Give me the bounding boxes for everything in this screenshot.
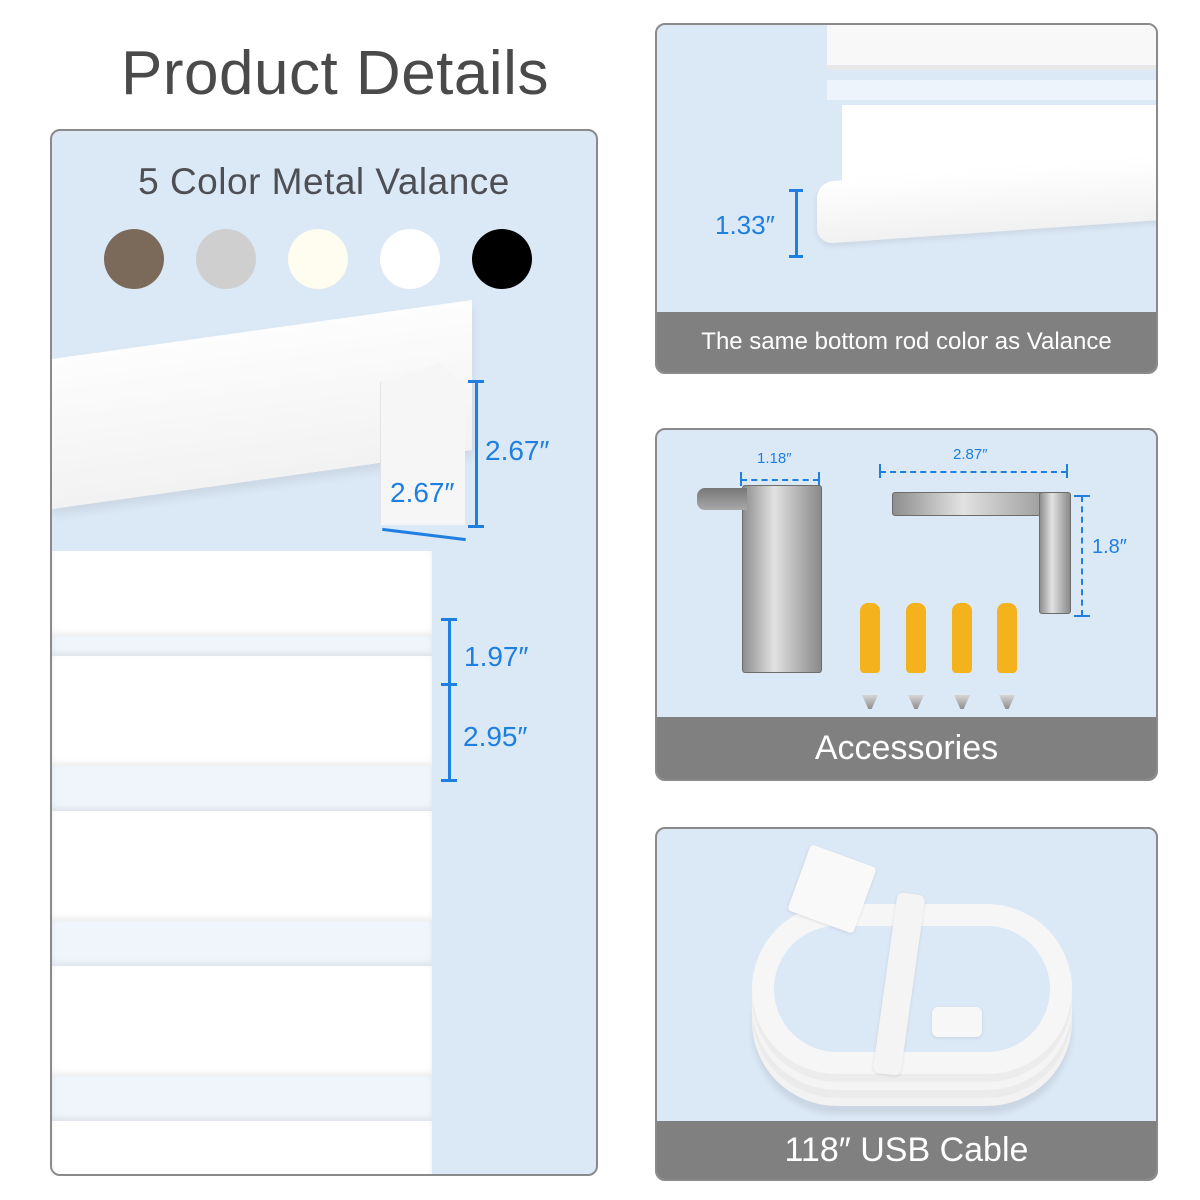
accessories-caption: Accessories	[657, 717, 1156, 779]
valance-heading: 5 Color Metal Valance	[138, 161, 510, 202]
bottom-rod-caption: The same bottom rod color as Valance	[657, 312, 1156, 372]
swatch-black[interactable]	[472, 229, 532, 289]
solid-band-dim: 2.95″	[463, 721, 528, 752]
swatch-brown[interactable]	[104, 229, 164, 289]
page-title: Product Details	[121, 39, 549, 108]
extension-height-dim: 1.8″	[1092, 536, 1127, 558]
usb-cable-panel: 118″ USB Cable	[655, 827, 1158, 1181]
valance-panel: 5 Color Metal Valance 2.67″ 2.67″ 1.97″ …	[50, 129, 598, 1176]
bracket-width-dim: 1.18″	[757, 450, 792, 467]
sheer-band-dim: 1.97″	[464, 641, 529, 672]
valance-depth-dim: 2.67″	[390, 477, 455, 508]
swatch-cream[interactable]	[288, 229, 348, 289]
swatch-gray[interactable]	[196, 229, 256, 289]
bottom-rod-panel: 1.33″ The same bottom rod color as Valan…	[655, 23, 1158, 374]
valance-endcap	[380, 363, 465, 525]
extension-length-dim: 2.87″	[953, 446, 988, 463]
valance-height-dim: 2.67″	[485, 435, 550, 466]
accessories-panel: 1.18″ 2.87″ 1.8″ Accessories	[655, 428, 1158, 781]
bottom-rod-dim: 1.33″	[715, 210, 775, 240]
color-swatches	[104, 229, 532, 289]
swatch-white[interactable]	[380, 229, 440, 289]
mounting-bracket	[742, 485, 822, 673]
usb-cable-caption: 118″ USB Cable	[657, 1121, 1156, 1179]
